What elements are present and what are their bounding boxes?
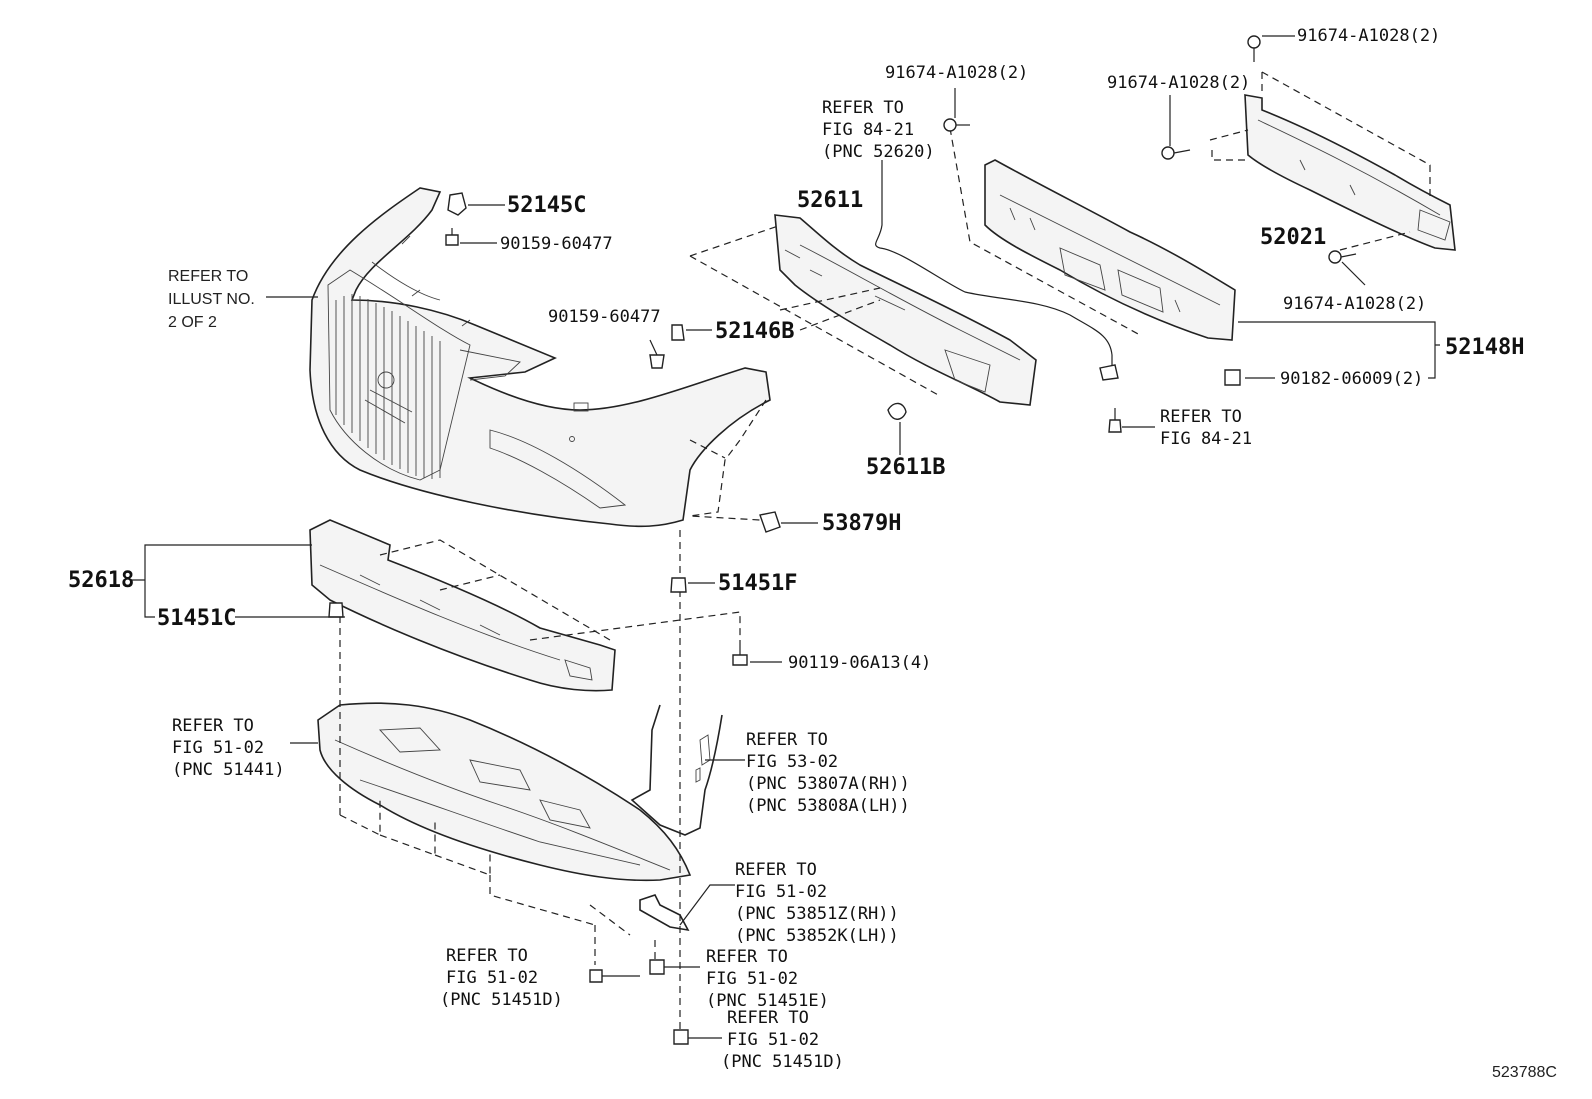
ref-fig51-02-pnc53851: REFER TO FIG 51-02 (PNC 53851Z(RH)) (PNC…: [735, 860, 899, 946]
label-90159-60477-top: 90159-60477: [500, 234, 613, 254]
label-52148H: 52148H: [1445, 335, 1524, 360]
hardware: [328, 35, 1357, 1045]
svg-text:(PNC 52620): (PNC 52620): [822, 142, 935, 162]
svg-text:FIG 51-02: FIG 51-02: [735, 882, 827, 902]
label-91674-A1028-a: 91674-A1028(2): [1297, 26, 1440, 46]
ref-fig51-02-pnc51451D-bottom: REFER TO FIG 51-02 (PNC 51451D): [721, 1008, 844, 1072]
svg-text:REFER TO: REFER TO: [446, 946, 528, 966]
svg-text:REFER TO: REFER TO: [746, 730, 828, 750]
bumper-beam-52021: [1244, 94, 1456, 251]
label-91674-A1028-d: 91674-A1028(2): [1283, 294, 1426, 314]
bumper-reinforcement-52148H: [984, 159, 1236, 341]
svg-text:(PNC 51451D): (PNC 51451D): [721, 1052, 844, 1072]
svg-text:FIG 51-02: FIG 51-02: [727, 1030, 819, 1050]
ref-fig84-21-pnc52620: REFER TO FIG 84-21 (PNC 52620): [822, 98, 935, 162]
part-labels: 52145C 90159-60477 90159-60477 52146B 52…: [68, 26, 1524, 673]
label-90119-06A13: 90119-06A13(4): [788, 653, 931, 673]
label-53879H: 53879H: [822, 511, 901, 536]
svg-text:FIG 53-02: FIG 53-02: [746, 752, 838, 772]
svg-text:(PNC 51451D): (PNC 51451D): [440, 990, 563, 1010]
label-51451F: 51451F: [718, 571, 797, 596]
svg-text:(PNC 53851Z(RH)): (PNC 53851Z(RH)): [735, 904, 899, 924]
svg-text:FIG 84-21: FIG 84-21: [822, 120, 914, 140]
reference-labels: REFER TO ILLUST NO. 2 OF 2 REFER TO FIG …: [168, 98, 1252, 1072]
svg-text:REFER TO: REFER TO: [735, 860, 817, 880]
leader-lines: [130, 35, 1440, 1039]
engine-under-cover: [317, 702, 692, 882]
svg-text:FIG 84-21: FIG 84-21: [1160, 429, 1252, 449]
label-52611: 52611: [797, 188, 863, 213]
figure-id: 523788C: [1492, 1064, 1557, 1081]
energy-absorber-52611: [774, 214, 1037, 406]
side-bracket: [639, 894, 690, 932]
svg-text:FIG 51-02: FIG 51-02: [172, 738, 264, 758]
label-52021: 52021: [1260, 225, 1326, 250]
svg-text:REFER TO: REFER TO: [168, 268, 248, 285]
svg-text:(PNC 53852K(LH)): (PNC 53852K(LH)): [735, 926, 899, 946]
svg-text:(PNC 53807A(RH)): (PNC 53807A(RH)): [746, 774, 910, 794]
label-91674-A1028-c: 91674-A1028(2): [1107, 73, 1250, 93]
label-51451C: 51451C: [157, 606, 236, 631]
svg-text:FIG 51-02: FIG 51-02: [446, 968, 538, 988]
svg-text:ILLUST NO.: ILLUST NO.: [168, 291, 255, 308]
svg-text:REFER TO: REFER TO: [706, 947, 788, 967]
ref-fig84-21: REFER TO FIG 84-21: [1160, 407, 1252, 449]
label-52618: 52618: [68, 568, 134, 593]
ref-fig51-02-pnc51451D-left: REFER TO FIG 51-02 (PNC 51451D): [440, 946, 563, 1010]
svg-text:REFER TO: REFER TO: [727, 1008, 809, 1028]
ref-illust: REFER TO ILLUST NO. 2 OF 2: [168, 268, 255, 331]
svg-text:2 OF 2: 2 OF 2: [168, 314, 217, 331]
ref-fig53-02: REFER TO FIG 53-02 (PNC 53807A(RH)) (PNC…: [746, 730, 910, 816]
label-90159-60477-mid: 90159-60477: [548, 307, 661, 327]
ref-fig51-02-pnc51441: REFER TO FIG 51-02 (PNC 51441): [172, 716, 285, 780]
label-52146B: 52146B: [715, 319, 794, 344]
svg-text:REFER TO: REFER TO: [172, 716, 254, 736]
svg-text:FIG 51-02: FIG 51-02: [706, 969, 798, 989]
svg-text:(PNC 53808A(LH)): (PNC 53808A(LH)): [746, 796, 910, 816]
svg-text:(PNC 51441): (PNC 51441): [172, 760, 285, 780]
svg-text:(PNC 51451E): (PNC 51451E): [706, 991, 829, 1011]
svg-text:REFER TO: REFER TO: [1160, 407, 1242, 427]
bumper-cover: [309, 187, 771, 528]
ref-fig51-02-pnc51451E: REFER TO FIG 51-02 (PNC 51451E): [706, 947, 829, 1011]
label-52145C: 52145C: [507, 193, 586, 218]
label-91674-A1028-b: 91674-A1028(2): [885, 63, 1028, 83]
label-52611B: 52611B: [866, 455, 945, 480]
svg-text:REFER TO: REFER TO: [822, 98, 904, 118]
lower-absorber-52618: [309, 519, 616, 692]
label-90182-06009: 90182-06009(2): [1280, 369, 1423, 389]
